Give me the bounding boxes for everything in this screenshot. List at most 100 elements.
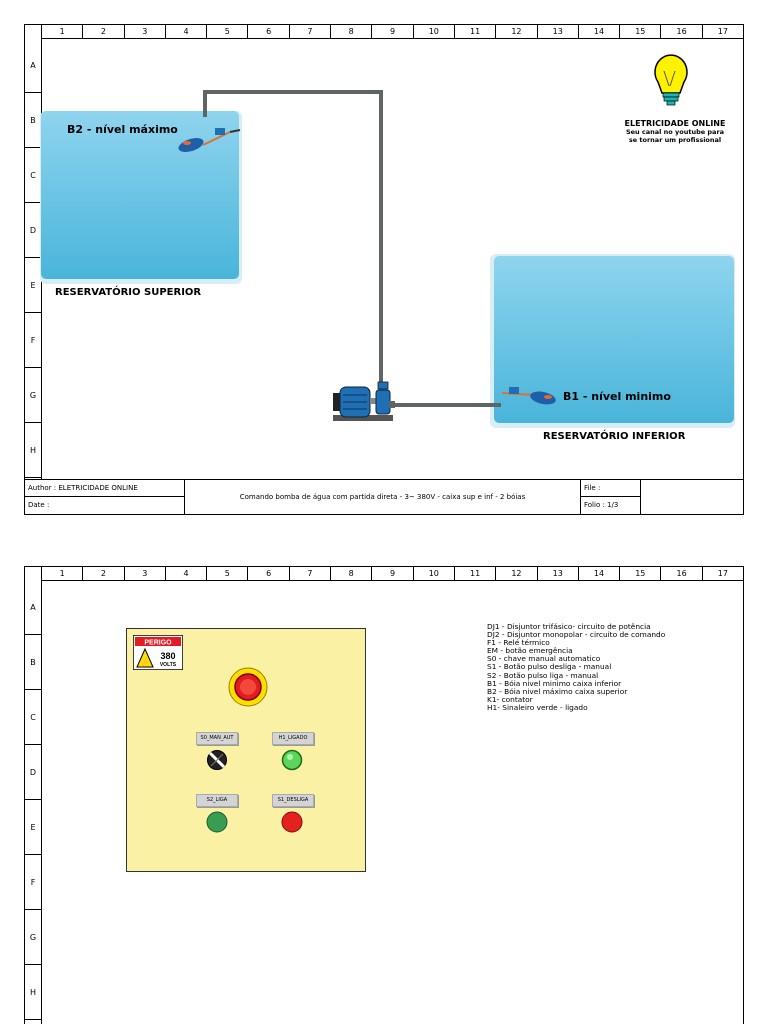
column-number: 13 [536, 567, 578, 580]
column-number: 11 [453, 25, 495, 38]
push-button-s1-red[interactable] [281, 811, 303, 833]
column-number: 8 [330, 567, 371, 580]
legend-item: F1 - Relé térmico [487, 638, 550, 648]
float-switch-b1 [501, 387, 556, 405]
row-letter: E [25, 258, 41, 313]
svg-text:380: 380 [160, 651, 175, 661]
row-letter: C [25, 148, 41, 203]
legend-item: DJ1 - Disjuntor trifásico- circuito de p… [487, 622, 651, 631]
column-number: 1 [41, 25, 82, 38]
selector-switch-s0[interactable] [206, 749, 228, 771]
row-letter: C [25, 690, 41, 745]
title-block: Author : ELETRICIDADE ONLINE Date : Coma… [25, 479, 743, 514]
column-number: 3 [123, 25, 165, 38]
column-number: 6 [247, 25, 288, 38]
description-text: Comando bomba de água com partida direta… [239, 493, 526, 501]
column-number: 9 [371, 567, 412, 580]
water-pipe [203, 90, 501, 407]
column-number: 14 [577, 567, 619, 580]
row-letter: E [25, 800, 41, 855]
legend-item: S1 - Botão pulso desliga - manual [487, 662, 612, 672]
column-number: 12 [495, 567, 536, 580]
push-button-s2-green[interactable] [206, 811, 228, 833]
column-number: 5 [206, 567, 247, 580]
row-letter: F [25, 313, 41, 368]
date-cell: Date : [25, 497, 185, 514]
legend-item: EM - botão emergência [487, 646, 573, 656]
column-number: 9 [371, 25, 412, 38]
column-number: 4 [164, 25, 206, 38]
row-letter: B [25, 635, 41, 690]
float-switch-b2 [178, 128, 241, 152]
upper-reservoir-label: RESERVATÓRIO SUPERIOR [55, 287, 202, 298]
column-number: 16 [660, 25, 701, 38]
date-text: Date : [28, 501, 50, 509]
float-b1-label: B1 - nível minimo [563, 390, 671, 403]
row-letter: G [25, 910, 41, 965]
float-b2-label: B2 - nível máximo [67, 123, 178, 136]
emergency-stop-button[interactable] [228, 667, 268, 707]
column-number: 12 [495, 25, 536, 38]
lower-reservoir [490, 254, 735, 428]
column-number: 15 [619, 567, 660, 580]
folio-text: Folio : 1/3 [584, 501, 619, 509]
legend-item: DJ2 - Disjuntor monopolar - circuito de … [487, 630, 666, 640]
column-number: 2 [82, 567, 123, 580]
column-number: 11 [453, 567, 495, 580]
row-letter: H [25, 423, 41, 478]
row-letter: B [25, 93, 41, 148]
author-cell: Author : ELETRICIDADE ONLINE [25, 480, 185, 497]
row-letter: D [25, 745, 41, 800]
pilot-lamp-h1 [281, 749, 303, 771]
lower-reservoir-label: RESERVATÓRIO INFERIOR [543, 431, 686, 442]
legend-item: B2 - Bóia nivel máximo caixa superior [487, 686, 628, 696]
column-number: 2 [82, 25, 123, 38]
column-number: 6 [247, 567, 288, 580]
row-letter: D [25, 203, 41, 258]
row-letter: F [25, 855, 41, 910]
column-number: 7 [288, 25, 330, 38]
column-number: 16 [660, 567, 701, 580]
brand-tagline-1: Seu canal no youtube para [625, 128, 725, 136]
column-number: 10 [412, 567, 454, 580]
tag-s0: S0_MAN_AUT [196, 732, 238, 745]
legend-item: H1- Sinaleiro verde - ligado [487, 702, 588, 712]
column-number: 5 [206, 25, 247, 38]
tag-s1: S1_DESLIGA [272, 794, 314, 807]
brand-name: ELETRICIDADE ONLINE [624, 119, 726, 128]
svg-text:⚡: ⚡ [139, 656, 150, 668]
svg-text:VOLTS: VOLTS [160, 662, 177, 668]
column-number: 4 [164, 567, 206, 580]
description-cell: Comando bomba de água com partida direta… [185, 480, 581, 514]
legend-item: B1 - Bóia nivel minimo caixa inferior [487, 678, 622, 688]
folio-cell: Folio : 1/3 [581, 497, 641, 514]
row-letter: A [25, 38, 41, 93]
legend-item: S2 - Botão pulso liga - manual [487, 670, 599, 680]
column-number: 17 [701, 567, 743, 580]
row-letter: A [25, 580, 41, 635]
component-legend: DJ1 - Disjuntor trifásico- circuito de p… [487, 622, 666, 712]
control-panel: PERIGO ⚡ 380 VOLTS S0_MAN_AUT H1_LIGADO … [126, 628, 366, 872]
file-cell: File : [581, 480, 641, 497]
tag-h1: H1_LIGADO [272, 732, 314, 745]
column-number: 13 [536, 25, 578, 38]
author-text: Author : ELETRICIDADE ONLINE [28, 484, 138, 492]
brand-block: ELETRICIDADE ONLINE Seu canal no youtube… [613, 119, 737, 144]
svg-text:PERIGO: PERIGO [144, 640, 172, 647]
column-number: 8 [330, 25, 371, 38]
column-number: 10 [412, 25, 454, 38]
upper-reservoir [40, 111, 242, 284]
row-letter: H [25, 965, 41, 1020]
column-number: 7 [288, 567, 330, 580]
column-number: 3 [123, 567, 165, 580]
brand-tagline-2: se tornar um profissional [628, 136, 722, 144]
lightbulb-icon [654, 54, 688, 106]
column-number: 17 [701, 25, 743, 38]
tag-s2: S2_LIGA [196, 794, 238, 807]
danger-warning-label: PERIGO ⚡ 380 VOLTS [133, 635, 183, 670]
